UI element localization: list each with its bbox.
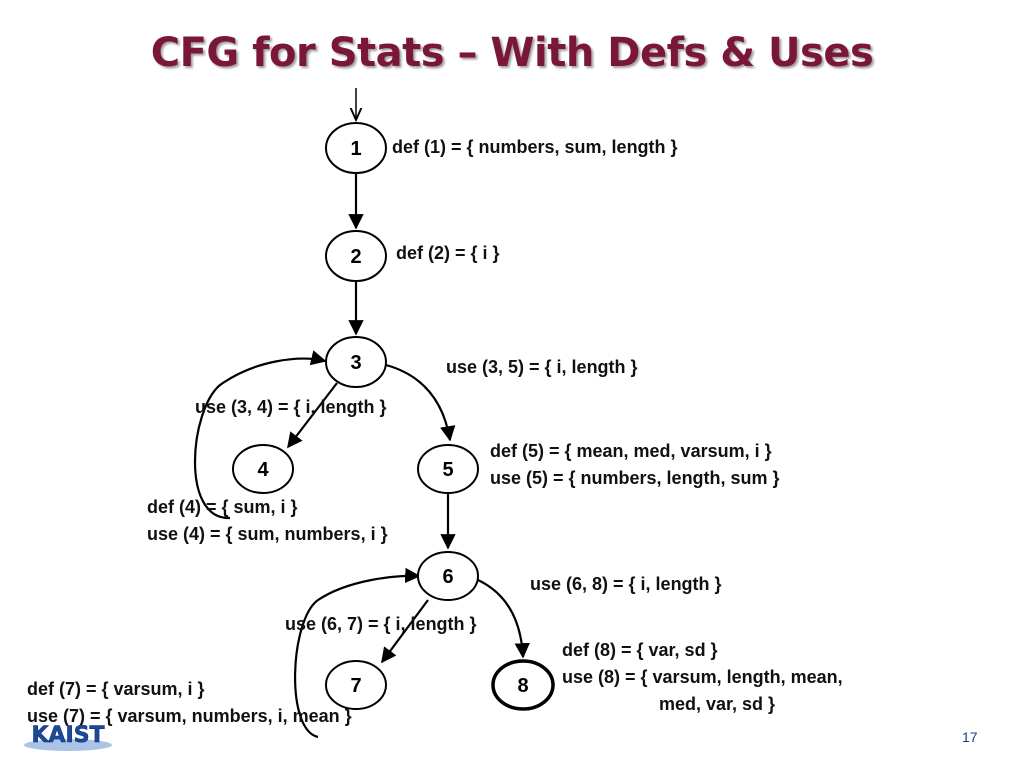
edge-6-8: [477, 579, 530, 659]
use-8-label-line1: use (8) = { varsum, length, mean,: [562, 667, 843, 687]
cfg-node-4: 4: [232, 444, 294, 494]
node-label-2: 2: [350, 246, 361, 268]
node-label-6: 6: [442, 566, 453, 588]
def-2-label: def (2) = { i }: [396, 243, 500, 263]
cfg-node-5: 5: [417, 444, 479, 494]
def-5-label: def (5) = { mean, med, varsum, i }: [490, 441, 772, 461]
edge-3-4: [287, 382, 338, 449]
use-8-label-line2: med, var, sd }: [659, 694, 776, 714]
use-6-8-label: use (6, 8) = { i, length }: [530, 574, 722, 594]
use-7-label: use (7) = { varsum, numbers, i, mean }: [27, 706, 352, 726]
edge-4-3: [194, 350, 327, 520]
use-3-4-label: use (3, 4) = { i, length }: [195, 397, 387, 417]
cfg-node-6: 6: [417, 551, 479, 601]
cfg-node-7: 7: [325, 660, 387, 710]
node-label-5: 5: [442, 459, 453, 481]
node-label-4: 4: [257, 459, 269, 481]
def-1-label: def (1) = { numbers, sum, length }: [392, 137, 678, 157]
edge-7-6: [294, 567, 421, 739]
cfg-node-8: 8: [491, 659, 555, 711]
kaist-logo: KAIST: [24, 723, 112, 751]
use-6-7-label: use (6, 7) = { i, length }: [285, 614, 477, 634]
page-number: 17: [962, 729, 978, 745]
cfg-node-1: 1: [325, 122, 387, 174]
node-label-8: 8: [517, 675, 528, 697]
def-8-label: def (8) = { var, sd }: [562, 640, 718, 660]
use-5-label: use (5) = { numbers, length, sum }: [490, 468, 780, 488]
slide-title: CFG for Stats – With Defs & Uses: [150, 30, 874, 76]
node-label-3: 3: [350, 352, 361, 374]
kaist-logo-text: KAIST: [31, 723, 104, 748]
node-label-7: 7: [350, 675, 361, 697]
cfg-node-2: 2: [325, 230, 387, 282]
use-3-5-label: use (3, 5) = { i, length }: [446, 357, 638, 377]
node-label-1: 1: [350, 138, 361, 160]
edge-6-7: [381, 599, 429, 664]
edge-3-5: [385, 363, 456, 442]
def-4-label: def (4) = { sum, i }: [147, 497, 298, 517]
cfg-node-3: 3: [325, 336, 387, 388]
use-4-label: use (4) = { sum, numbers, i }: [147, 524, 388, 544]
def-7-label: def (7) = { varsum, i }: [27, 679, 205, 699]
